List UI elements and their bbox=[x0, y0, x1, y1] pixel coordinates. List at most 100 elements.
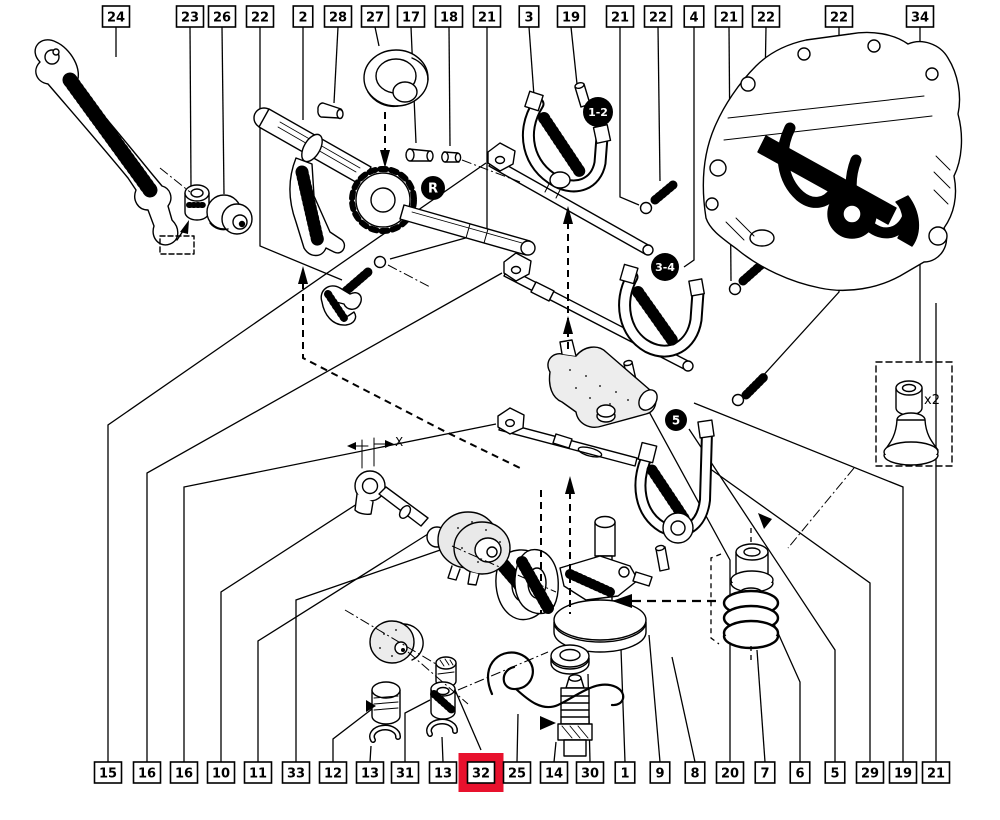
callout-number-31: 31 bbox=[396, 767, 414, 782]
leader-line-10 bbox=[220, 501, 361, 762]
callout-box-26[interactable] bbox=[207, 5, 237, 28]
callout-13[interactable]: 13 bbox=[355, 761, 385, 784]
callout-box-3[interactable] bbox=[518, 5, 540, 28]
callout-21[interactable]: 21 bbox=[714, 5, 744, 28]
callout-number-9: 9 bbox=[655, 767, 664, 782]
leader-line-1 bbox=[620, 648, 626, 763]
callout-box-28[interactable] bbox=[323, 5, 353, 28]
callout-25[interactable]: 25 bbox=[502, 761, 532, 784]
callout-box-16[interactable] bbox=[132, 761, 162, 784]
callout-4[interactable]: 4 bbox=[683, 5, 705, 28]
callout-box-9[interactable] bbox=[649, 761, 671, 784]
callout-box-12[interactable] bbox=[318, 761, 348, 784]
callout-5[interactable]: 5 bbox=[824, 761, 846, 784]
callout-7[interactable]: 7 bbox=[754, 761, 776, 784]
callout-33[interactable]: 33 bbox=[281, 761, 311, 784]
callout-box-27[interactable] bbox=[360, 5, 390, 28]
callout-box-7[interactable] bbox=[754, 761, 776, 784]
callout-22[interactable]: 22 bbox=[751, 5, 781, 28]
callout-box-24[interactable] bbox=[101, 5, 131, 28]
callout-box-4[interactable] bbox=[683, 5, 705, 28]
callout-22[interactable]: 22 bbox=[643, 5, 673, 28]
callout-9[interactable]: 9 bbox=[649, 761, 671, 784]
callout-26[interactable]: 26 bbox=[207, 5, 237, 28]
callout-box-25[interactable] bbox=[502, 761, 532, 784]
callout-box-21[interactable] bbox=[921, 761, 951, 784]
leader-line-16 bbox=[183, 423, 497, 762]
callout-box-32[interactable] bbox=[466, 761, 496, 784]
callout-2[interactable]: 2 bbox=[292, 5, 314, 28]
callout-box-6[interactable] bbox=[789, 761, 811, 784]
callout-box-22[interactable] bbox=[245, 5, 275, 28]
callout-24[interactable]: 24 bbox=[101, 5, 131, 28]
callout-box-18[interactable] bbox=[434, 5, 464, 28]
callout-box-21[interactable] bbox=[605, 5, 635, 28]
callout-15[interactable]: 15 bbox=[93, 761, 123, 784]
callout-30[interactable]: 30 bbox=[575, 761, 605, 784]
callout-box-8[interactable] bbox=[684, 761, 706, 784]
callout-box-29[interactable] bbox=[855, 761, 885, 784]
callout-number-17: 17 bbox=[402, 11, 420, 26]
callout-box-21[interactable] bbox=[472, 5, 502, 28]
callout-27[interactable]: 27 bbox=[360, 5, 390, 28]
callout-box-33[interactable] bbox=[281, 761, 311, 784]
leader-line-8 bbox=[671, 656, 696, 763]
callout-21[interactable]: 21 bbox=[921, 761, 951, 784]
callout-box-21[interactable] bbox=[714, 5, 744, 28]
callout-box-13[interactable] bbox=[428, 761, 458, 784]
pin-18 bbox=[441, 151, 462, 163]
callout-box-1[interactable] bbox=[614, 761, 636, 784]
callout-13[interactable]: 13 bbox=[428, 761, 458, 784]
callout-number-25: 25 bbox=[508, 767, 526, 782]
callout-3[interactable]: 3 bbox=[518, 5, 540, 28]
callout-10[interactable]: 10 bbox=[206, 761, 236, 784]
marker-circle-R bbox=[421, 176, 445, 200]
callout-box-16[interactable] bbox=[169, 761, 199, 784]
callout-29[interactable]: 29 bbox=[855, 761, 885, 784]
callout-22[interactable]: 22 bbox=[245, 5, 275, 28]
callout-number-21: 21 bbox=[478, 11, 496, 26]
callout-number-5: 5 bbox=[830, 767, 839, 782]
callout-box-14[interactable] bbox=[539, 761, 569, 784]
callout-19[interactable]: 19 bbox=[556, 5, 586, 28]
callout-21[interactable]: 21 bbox=[472, 5, 502, 28]
callout-31[interactable]: 31 bbox=[390, 761, 420, 784]
callout-6[interactable]: 6 bbox=[789, 761, 811, 784]
callout-34[interactable]: 34 bbox=[905, 5, 935, 28]
callout-box-31[interactable] bbox=[390, 761, 420, 784]
callout-number-20: 20 bbox=[721, 767, 739, 782]
callout-box-22[interactable] bbox=[824, 5, 854, 28]
callout-16[interactable]: 16 bbox=[169, 761, 199, 784]
callout-box-13[interactable] bbox=[355, 761, 385, 784]
callout-box-30[interactable] bbox=[575, 761, 605, 784]
callout-18[interactable]: 18 bbox=[434, 5, 464, 28]
callout-number-4: 4 bbox=[689, 11, 698, 26]
callout-28[interactable]: 28 bbox=[323, 5, 353, 28]
callout-21[interactable]: 21 bbox=[605, 5, 635, 28]
callout-32[interactable]: 32 bbox=[466, 761, 496, 784]
callout-19[interactable]: 19 bbox=[888, 761, 918, 784]
callout-20[interactable]: 20 bbox=[715, 761, 745, 784]
callout-22[interactable]: 22 bbox=[824, 5, 854, 28]
callout-box-20[interactable] bbox=[715, 761, 745, 784]
callout-8[interactable]: 8 bbox=[684, 761, 706, 784]
callout-box-19[interactable] bbox=[888, 761, 918, 784]
callout-1[interactable]: 1 bbox=[614, 761, 636, 784]
callout-12[interactable]: 12 bbox=[318, 761, 348, 784]
callout-box-11[interactable] bbox=[243, 761, 273, 784]
callout-16[interactable]: 16 bbox=[132, 761, 162, 784]
callout-11[interactable]: 11 bbox=[243, 761, 273, 784]
callout-box-22[interactable] bbox=[643, 5, 673, 28]
callout-box-10[interactable] bbox=[206, 761, 236, 784]
callout-box-19[interactable] bbox=[556, 5, 586, 28]
callout-box-17[interactable] bbox=[396, 5, 426, 28]
callout-14[interactable]: 14 bbox=[539, 761, 569, 784]
callout-box-5[interactable] bbox=[824, 761, 846, 784]
callout-box-23[interactable] bbox=[175, 5, 205, 28]
callout-box-15[interactable] bbox=[93, 761, 123, 784]
callout-23[interactable]: 23 bbox=[175, 5, 205, 28]
callout-box-34[interactable] bbox=[905, 5, 935, 28]
callout-box-2[interactable] bbox=[292, 5, 314, 28]
callout-17[interactable]: 17 bbox=[396, 5, 426, 28]
callout-box-22[interactable] bbox=[751, 5, 781, 28]
